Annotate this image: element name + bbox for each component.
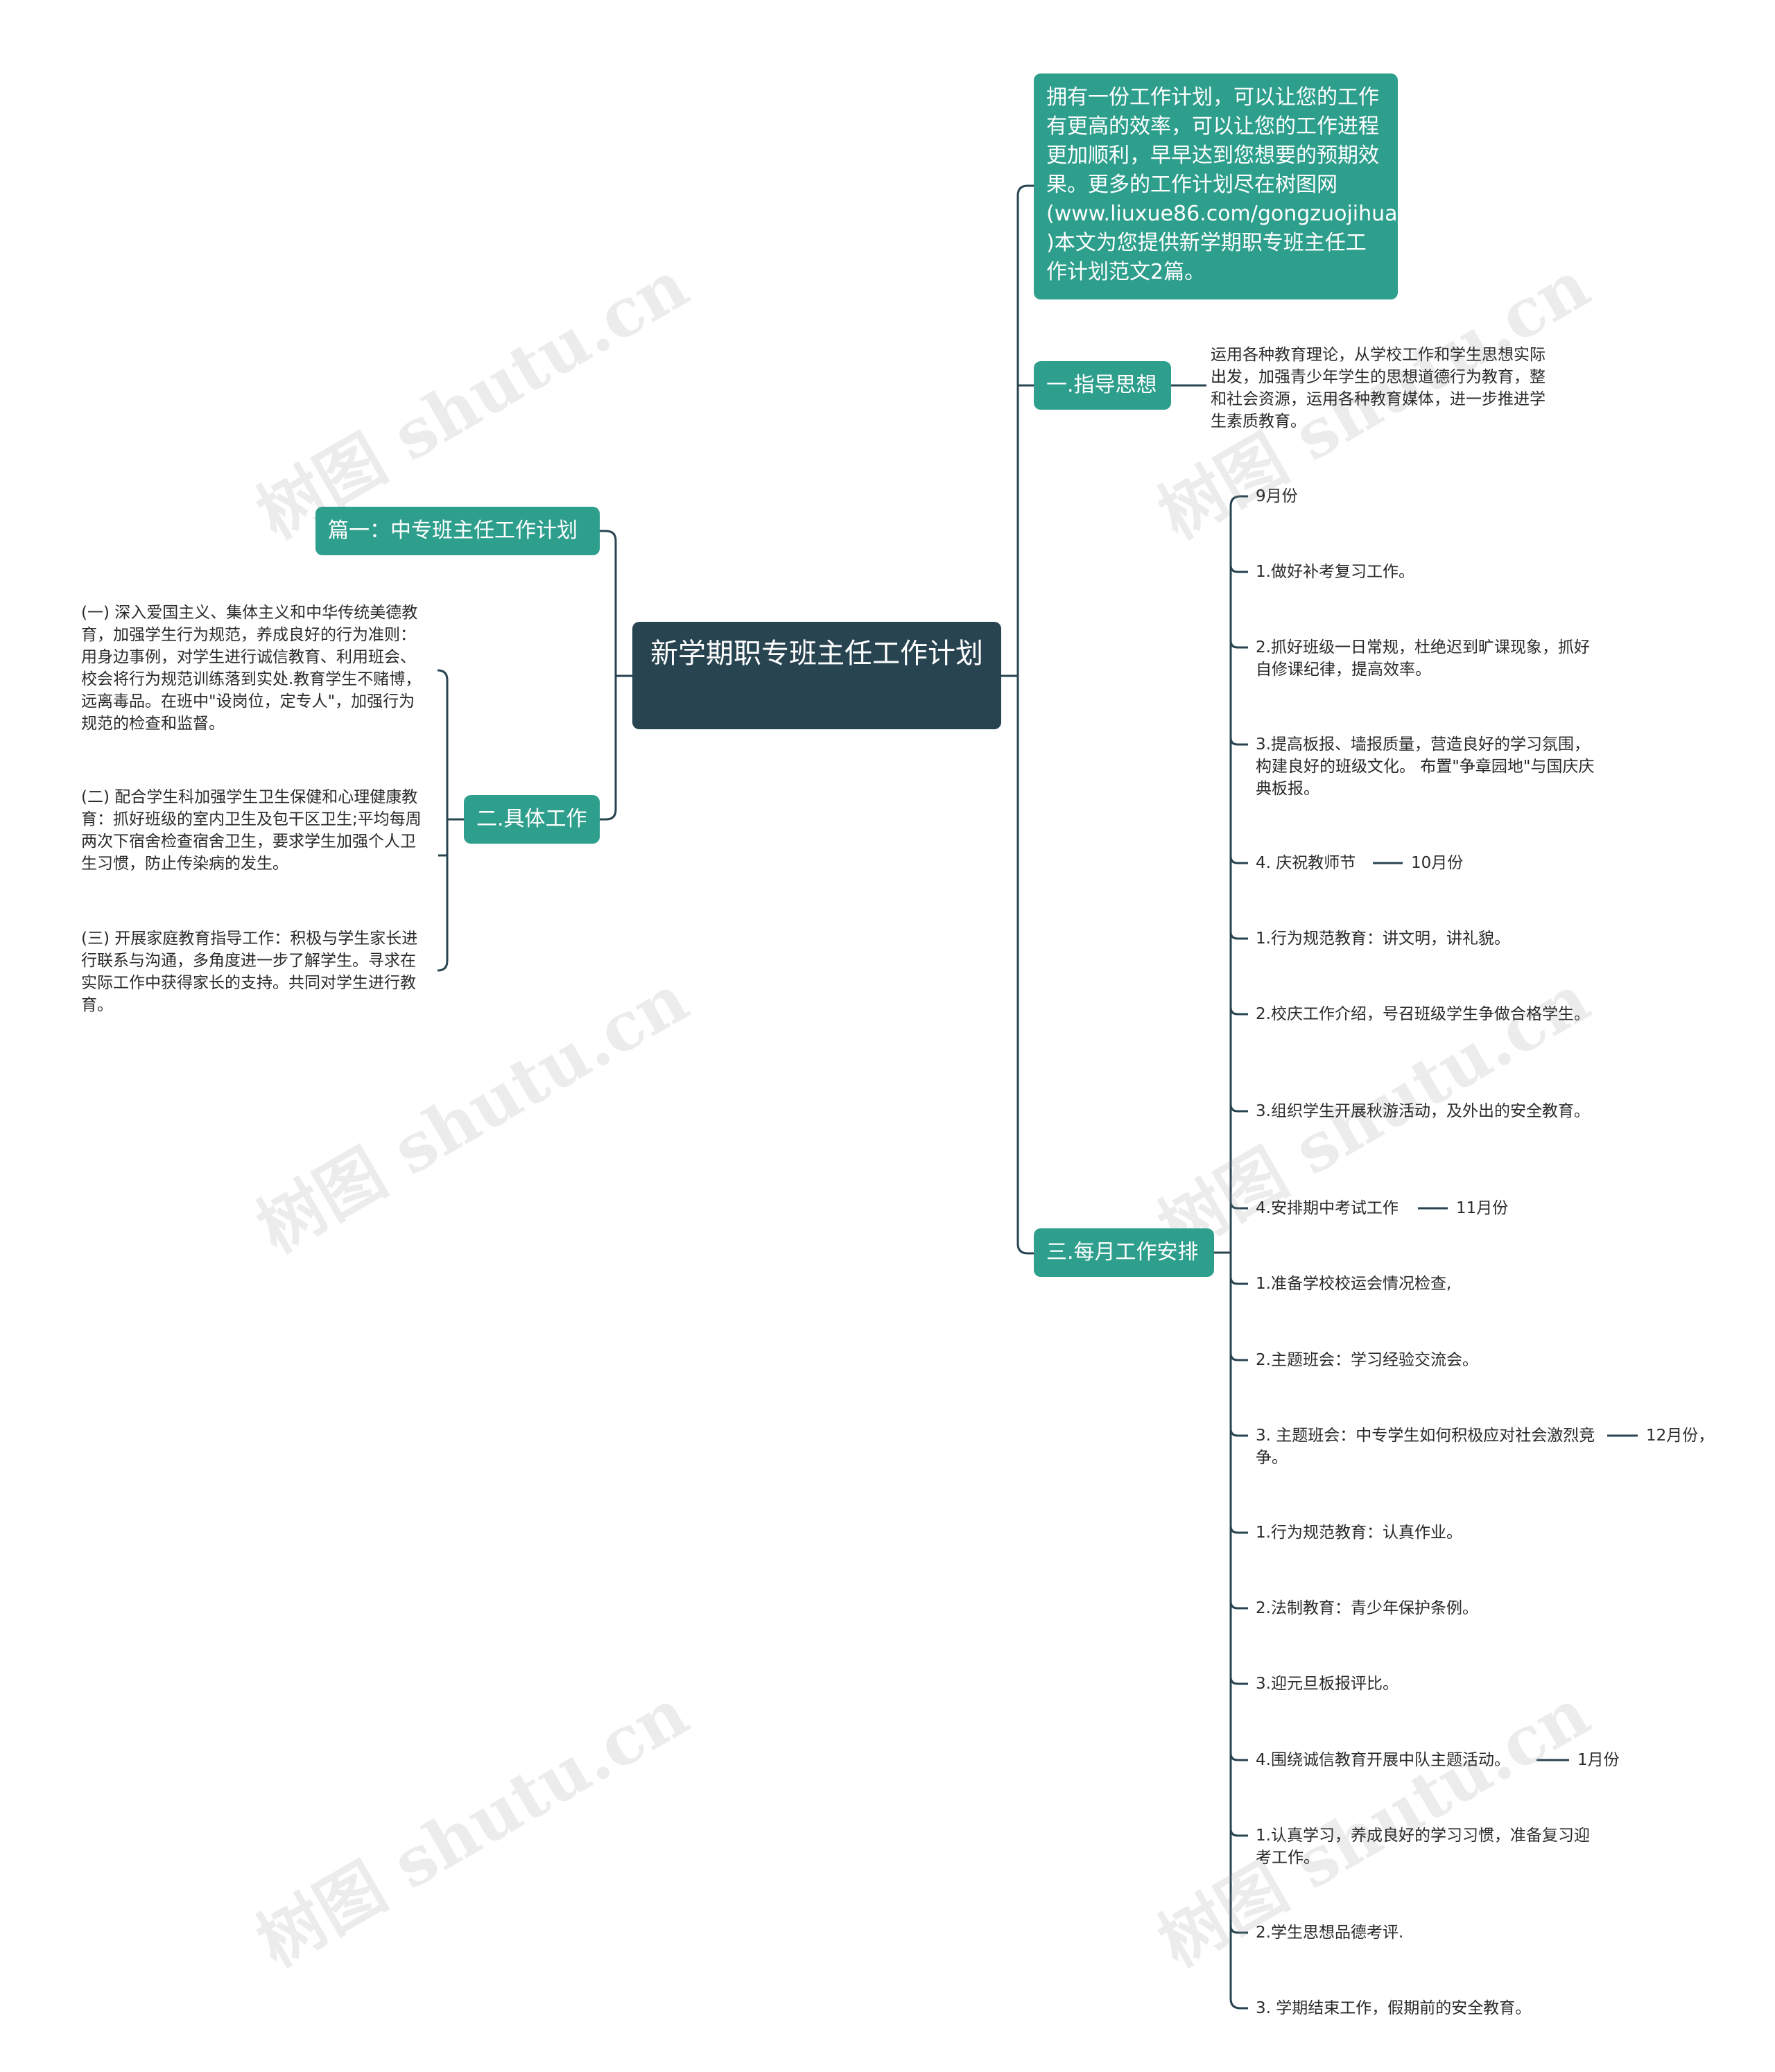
connector-line <box>1229 737 1248 746</box>
connector-line <box>1229 564 1248 573</box>
month-item[interactable]: 4.围绕诚信教育开展中队主题活动。 <box>1256 1751 1510 1769</box>
month-label[interactable]: 10月份 <box>1411 854 1464 872</box>
month-item[interactable]: 9月份 <box>1256 487 1298 505</box>
juti-item-1[interactable]: (一) 深入爱国主义、集体主义和中华传统美德教育，加强学生行为规范，养成良好的行… <box>81 604 422 733</box>
connector-line <box>1229 640 1248 649</box>
connector-line <box>1229 1601 1248 1610</box>
month-item[interactable]: 3. 主题班会：中专学生如何积极应对社会激烈竞争。 <box>1256 1427 1595 1467</box>
connector-line <box>1229 1352 1248 1361</box>
connector-line <box>1229 1925 1248 1934</box>
month-item[interactable]: 2.主题班会：学习经验交流会。 <box>1256 1351 1478 1369</box>
month-item[interactable]: 1.认真学习，养成良好的学习习惯，准备复习迎考工作。 <box>1256 1827 1590 1867</box>
branch-meiyue-anpai[interactable]: 三.每月工作安排 <box>1034 1228 1214 1277</box>
juti-item-2[interactable]: (二) 配合学生科加强学生卫生保健和心理健康教育：抓好班级的室内卫生及包干区卫生… <box>81 788 422 873</box>
intro-box[interactable]: 拥有一份工作计划，可以让您的工作有更高的效率，可以让您的工作进程更加顺利，早早达… <box>1034 73 1405 299</box>
connector-line <box>1229 1104 1248 1113</box>
month-label[interactable]: 11月份 <box>1456 1199 1509 1217</box>
connector-line <box>600 530 617 821</box>
connector-line <box>1229 1276 1248 1285</box>
month-item[interactable]: 1.行为规范教育：认真作业。 <box>1256 1524 1462 1542</box>
month-item[interactable]: 1.准备学校校运会情况检查, <box>1256 1275 1452 1293</box>
month-item[interactable]: 1.做好补考复习工作。 <box>1256 563 1414 581</box>
month-item[interactable]: 3.提高板报、墙报质量，营造良好的学习氛围，构建良好的班级文化。 布置"争章园地… <box>1256 735 1595 798</box>
connector-line <box>1229 1828 1248 1837</box>
connector-line <box>1229 1676 1248 1685</box>
connector-line <box>1229 1752 1248 1761</box>
month-item[interactable]: 2.学生思想品德考评. <box>1256 1924 1404 1942</box>
juti-item-3[interactable]: (三) 开展家庭教育指导工作：积极与学生家长进行联系与沟通，多角度进一步了解学生… <box>81 930 418 1014</box>
month-item[interactable]: 1.行为规范教育：讲文明，讲礼貌。 <box>1256 930 1510 948</box>
month-item[interactable]: 3.迎元旦板报评比。 <box>1256 1675 1399 1693</box>
connector-line <box>1229 1525 1248 1534</box>
branch-pian1[interactable]: 篇一：中专班主任工作计划 <box>315 507 600 555</box>
month-item[interactable]: 4. 庆祝教师节 <box>1256 854 1356 872</box>
zhidao-text[interactable]: 运用各种教育理论，从学校工作和学生思想实际出发，加强青少年学生的思想道德行为教育… <box>1211 346 1545 430</box>
month-item[interactable]: 4.安排期中考试工作 <box>1256 1199 1399 1217</box>
connector-line <box>1229 931 1248 940</box>
month-item[interactable]: 2.抓好班级一日常规，杜绝迟到旷课现象，抓好自修课纪律，提高效率。 <box>1256 638 1590 679</box>
connector-line <box>1229 1201 1248 1210</box>
month-label[interactable]: 1月份 <box>1577 1751 1620 1769</box>
branch-juti-gongzuo[interactable]: 二.具体工作 <box>464 795 600 844</box>
connector-line <box>1016 184 1034 1255</box>
branch-zhidao-sixiang[interactable]: 一.指导思想 <box>1034 361 1171 410</box>
month-item[interactable]: 3.组织学生开展秋游活动，及外出的安全教育。 <box>1256 1102 1590 1120</box>
connector-line <box>437 669 449 972</box>
month-item[interactable]: 2.法制教育：青少年保护条例。 <box>1256 1599 1478 1617</box>
connector-line <box>1229 495 1248 2010</box>
month-label[interactable]: 12月份， <box>1646 1427 1715 1445</box>
month-item[interactable]: 3. 学期结束工作，假期前的安全教育。 <box>1256 1999 1532 2017</box>
central-topic[interactable]: 新学期职专班主任工作计划 <box>632 622 1001 729</box>
month-item[interactable]: 2.校庆工作介绍，号召班级学生争做合格学生。 <box>1256 1005 1590 1023</box>
connector-line <box>1229 1428 1248 1437</box>
connector-line <box>1229 1007 1248 1016</box>
connector-line <box>1229 855 1248 864</box>
